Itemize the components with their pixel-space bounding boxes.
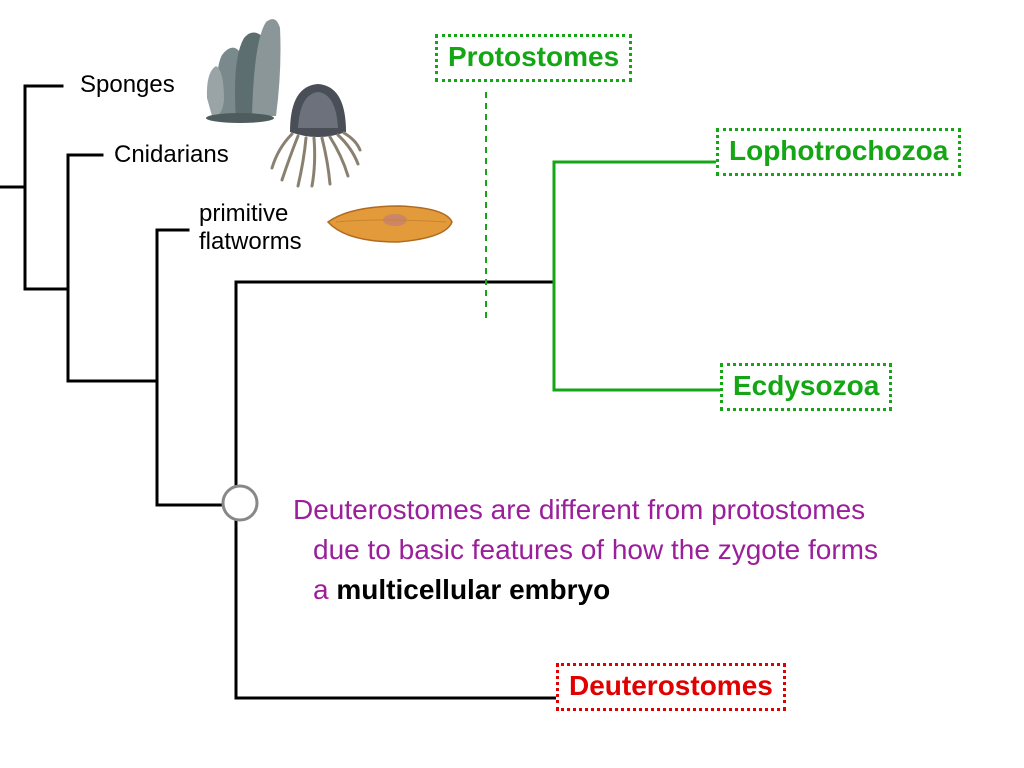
cnidarians-label: Cnidarians <box>114 141 229 168</box>
flatworms-label-line1: primitive <box>199 200 289 227</box>
bilateria-node-circle <box>221 484 259 522</box>
jellyfish-image <box>270 84 362 188</box>
protostomes-label: Protostomes <box>435 34 633 83</box>
sponge-image <box>206 19 281 123</box>
flatworms-label-line2: flatworms <box>199 227 302 255</box>
lophotrochozoa-label: Lophotrochozoa <box>716 128 962 177</box>
note-line-3: a multicellular embryo <box>293 570 1013 610</box>
protostome-subtree <box>552 160 724 392</box>
sponges-label: Sponges <box>80 71 175 98</box>
flatworm-image <box>326 205 453 243</box>
tree-branches <box>0 84 560 700</box>
note-line-3-prefix: a <box>313 574 337 605</box>
note-line-1: Deuterostomes are different from protost… <box>293 494 866 525</box>
note-emphasis: multicellular embryo <box>336 574 611 605</box>
deuterostomes-label: Deuterostomes <box>556 663 786 712</box>
deuterostome-note: Deuterostomes are different from protost… <box>293 490 1013 610</box>
note-line-2: due to basic features of how the zygote … <box>313 534 878 565</box>
flatworms-label: primitive flatworms <box>199 200 302 255</box>
ecdysozoa-label: Ecdysozoa <box>720 363 893 412</box>
